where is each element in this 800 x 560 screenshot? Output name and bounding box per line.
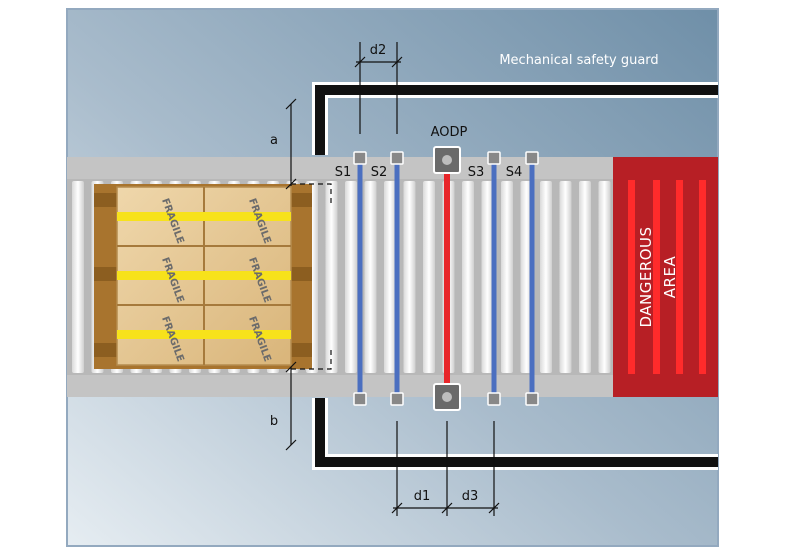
d1-label: d1 [414,489,431,504]
roller [364,181,377,373]
s2-label: S2 [371,165,388,180]
dangerous-area: DANGEROUS AREA [613,157,718,397]
guard-label: Mechanical safety guard [499,53,658,68]
roller [598,181,611,373]
roller [384,181,396,373]
roller [559,181,572,373]
s1-label: S1 [335,165,352,180]
sensor-s1 [353,151,367,406]
roller [481,181,494,373]
roller [345,181,357,373]
roller [403,181,416,373]
sensor-aodp [433,146,461,411]
roller [540,181,552,373]
roller [72,181,84,373]
tape [117,271,291,280]
s4-label: S4 [506,165,523,180]
danger-stripe [676,180,683,374]
d2-label: d2 [370,43,387,58]
b-label: b [270,414,278,429]
a-label: a [270,133,278,148]
dangerous-area-label: DANGEROUS [637,226,655,327]
d3-label: d3 [462,489,479,504]
roller [423,181,435,373]
tape [117,212,291,221]
dangerous-area-label: AREA [661,256,679,299]
pallet-envelope [291,183,332,370]
roller [501,181,513,373]
conveyor-rail-bottom [67,375,718,397]
s3-label: S3 [468,165,485,180]
sensors [353,146,539,411]
dimension-lines [285,42,500,516]
danger-stripe [699,180,706,374]
sensor-s2 [390,151,404,406]
sensor-s3 [487,151,501,406]
labels: Mechanical safety guard AODP S1 S2 S3 S4… [270,43,659,504]
danger-stripe [628,180,635,374]
roller [325,181,338,373]
roller [579,181,591,373]
sensor-s4 [525,151,539,406]
tape [117,330,291,339]
danger-stripe [653,180,660,374]
aodp-label: AODP [431,125,468,140]
pallet-load: FRAGILE FRAGILE FRAGILE FRAGILE FRAGILE … [94,184,312,369]
conveyor-rail-top [67,157,718,179]
mechanical-safety-guard [312,82,718,470]
roller [462,181,474,373]
